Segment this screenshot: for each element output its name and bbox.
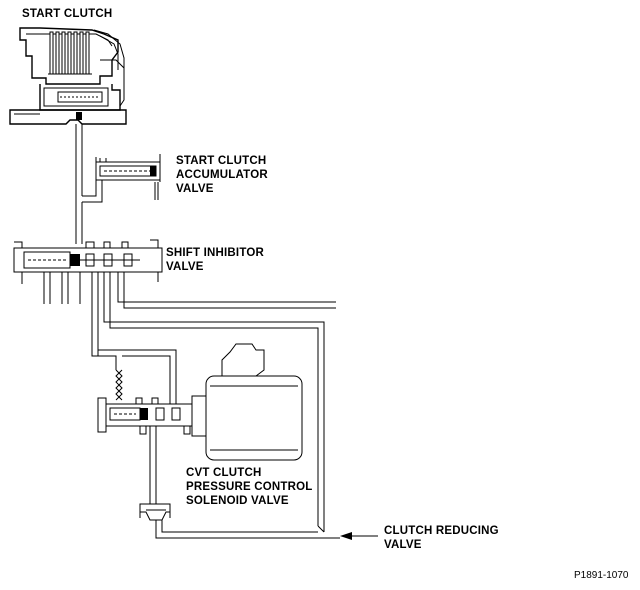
accumulator-valve-label: START CLUTCH ACCUMULATOR VALVE xyxy=(176,154,268,196)
cvt-solenoid-label-line-1: CVT CLUTCH xyxy=(186,467,262,479)
start-clutch-label: START CLUTCH xyxy=(22,8,113,20)
cvt-solenoid-label: CVT CLUTCH PRESSURE CONTROL SOLENOID VAL… xyxy=(186,466,313,508)
accumulator-label-line-1: START CLUTCH xyxy=(176,155,267,167)
shift-inhibitor-valve xyxy=(13,239,163,304)
accumulator-label-line-2: ACCUMULATOR xyxy=(176,169,268,181)
hydraulic-lines xyxy=(91,272,340,539)
cvt-solenoid-valve xyxy=(97,343,303,461)
shift-inhibitor-label-line-1: SHIFT INHIBITOR xyxy=(166,247,264,259)
start-clutch-assembly xyxy=(9,27,127,125)
feed-line-main xyxy=(75,124,103,244)
figure-reference: P1891-1070 xyxy=(574,570,629,581)
cvt-solenoid-label-line-2: PRESSURE CONTROL xyxy=(186,481,313,493)
reducing-valve-cap xyxy=(139,503,171,521)
cvt-solenoid-label-line-3: SOLENOID VALVE xyxy=(186,495,289,507)
clutch-reducing-label-line-1: CLUTCH REDUCING xyxy=(384,525,499,537)
accumulator-valve xyxy=(95,154,161,200)
shift-inhibitor-label: SHIFT INHIBITOR VALVE xyxy=(166,246,264,274)
clutch-reducing-label: CLUTCH REDUCING VALVE xyxy=(384,524,499,552)
shift-inhibitor-label-line-2: VALVE xyxy=(166,261,204,273)
reducing-valve-arrow xyxy=(340,532,378,540)
accumulator-label-line-3: VALVE xyxy=(176,183,214,195)
clutch-plates xyxy=(48,31,92,75)
clutch-reducing-label-line-2: VALVE xyxy=(384,539,422,551)
